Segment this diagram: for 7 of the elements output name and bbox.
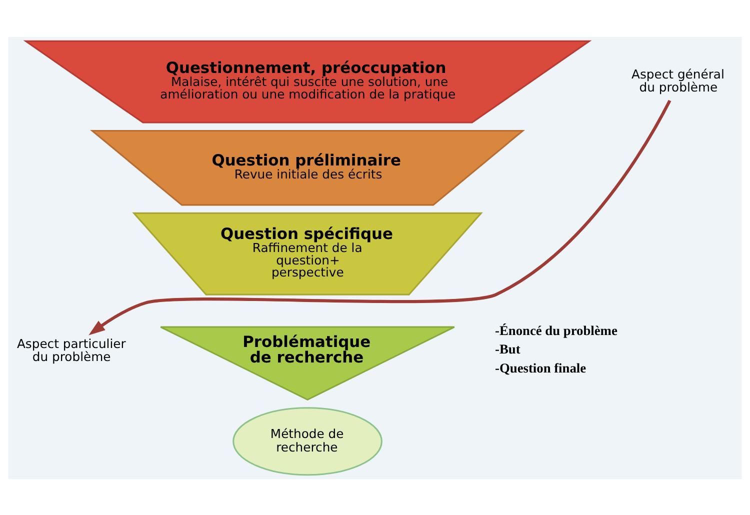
label: -Question finale [495,360,586,375]
node-text: Aspect particulier du problème [16,336,126,364]
node-text: Aspect général du problème [632,66,724,94]
node-ellipse: Méthode de recherche [232,406,382,476]
label: -But [495,341,520,356]
arrow [88,99,672,335]
label: -Énoncé du problème [495,322,618,338]
